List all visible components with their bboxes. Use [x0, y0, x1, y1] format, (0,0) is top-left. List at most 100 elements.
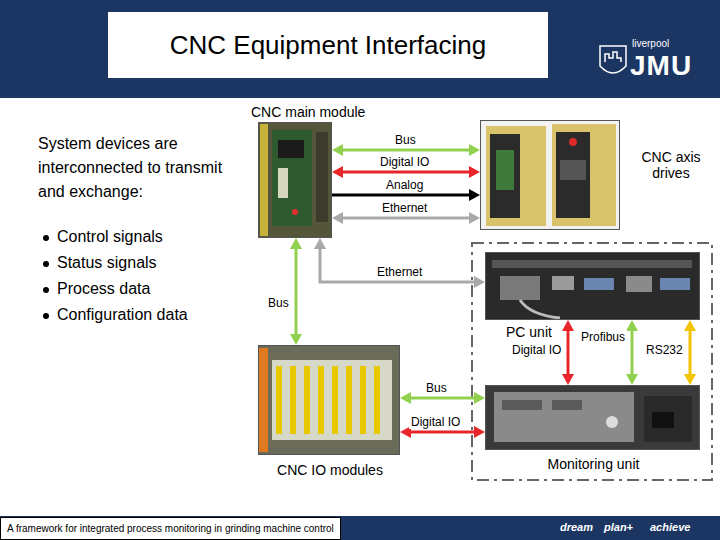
photo-part: [260, 124, 268, 236]
photo-part: [272, 360, 392, 440]
photo-ground: [258, 345, 400, 455]
arrow-head: [626, 320, 638, 331]
arrow-head: [474, 276, 485, 288]
photo-part: [276, 366, 282, 434]
photo-part: [278, 140, 304, 158]
photo-part: [374, 366, 380, 434]
signal-label: RS232: [644, 343, 685, 357]
bullet-text: Control signals: [57, 228, 163, 246]
signal-label: Bus: [266, 296, 291, 310]
intro-text: System devices are interconnected to tra…: [38, 132, 253, 204]
signal-connector: [684, 320, 696, 385]
signal-label: Digital IO: [378, 155, 431, 169]
arrow-head: [562, 320, 574, 331]
photo-part: [332, 366, 338, 434]
arrow-head: [332, 212, 343, 224]
signal-label: Bus: [393, 133, 418, 147]
signal-label: Bus: [424, 381, 449, 395]
photo-part: [292, 209, 298, 215]
bullet-text: Process data: [57, 280, 150, 298]
photo-part: [660, 278, 690, 290]
connector-line: [340, 217, 472, 220]
signal-label: Digital IO: [510, 343, 563, 357]
footer-logo-text: achieve: [650, 521, 690, 533]
crest-castle: [605, 52, 621, 62]
photo-ground: [258, 122, 332, 238]
signal-label: Profibus: [579, 330, 627, 344]
photo-cable: [520, 300, 560, 318]
signal-connector: [562, 320, 574, 385]
bullet-text: Configuration data: [57, 306, 188, 324]
crest-icon: [600, 46, 626, 73]
photo-part: [304, 366, 310, 434]
photo-part: [500, 276, 540, 300]
arrow-head: [562, 374, 574, 385]
photo-part: [278, 168, 288, 198]
photo-part: [502, 400, 542, 410]
photo-part: [360, 366, 366, 434]
connector-line: [295, 246, 298, 337]
photo-part: [556, 132, 590, 218]
photo-part: [652, 412, 674, 428]
connector-line: [340, 171, 472, 174]
arrow-head: [626, 374, 638, 385]
arrow-head: [314, 238, 326, 249]
crest-shield: [600, 46, 626, 73]
photo-cable: [258, 348, 268, 452]
signal-label: Digital IO: [409, 415, 462, 429]
signal-label: Analog: [384, 178, 425, 192]
photo-part: [584, 278, 614, 290]
arrow-head: [474, 426, 485, 438]
arrow-head: [469, 166, 480, 178]
caption-text: A framework for integrated process monit…: [7, 523, 334, 534]
signal-connector: [626, 320, 638, 385]
connector-line: [689, 328, 692, 377]
bullet-dot: [43, 235, 49, 241]
arrow-head: [290, 334, 302, 345]
photo-part: [272, 130, 312, 226]
main-module-photo: [258, 122, 332, 238]
arrow-head: [469, 144, 480, 156]
photo-part: [318, 366, 324, 434]
logo-text: liverpool: [632, 38, 669, 49]
connector-line: [631, 328, 634, 377]
photo-part: [496, 150, 514, 190]
arrow-head: [469, 212, 480, 224]
photo-part: [346, 366, 352, 434]
photo-ground: [480, 120, 620, 230]
footer-logo-text: dream: [560, 521, 593, 533]
equipment-box: CNC axis drives: [480, 120, 620, 230]
signal-connector: [290, 238, 302, 345]
equipment-label: PC unit: [506, 324, 552, 340]
signal-connector: [314, 238, 485, 288]
connector-line: [408, 431, 477, 434]
equipment-box: CNC IO modules: [258, 345, 400, 455]
arrow-head: [332, 166, 343, 178]
footer-logo-text: plan+: [604, 521, 633, 533]
footer-band: [0, 516, 720, 540]
connector-line: [320, 246, 477, 282]
photo-part: [316, 132, 328, 222]
photo-part: [276, 366, 380, 434]
photo-part: [552, 276, 574, 290]
photo-part: [644, 396, 692, 442]
arrow-head: [474, 392, 485, 404]
bullet-dots: [43, 235, 49, 319]
signal-label: Ethernet: [375, 265, 424, 279]
title-box: CNC Equipment Interfacing: [108, 12, 548, 78]
bullet-text: Status signals: [57, 254, 157, 272]
equipment-label: Monitoring unit: [486, 456, 701, 472]
photo-part: [552, 124, 616, 226]
slide-title: CNC Equipment Interfacing: [170, 30, 486, 61]
photo-part: [494, 392, 634, 442]
bullet-dot: [43, 287, 49, 293]
photo-part: [490, 134, 520, 218]
pc-unit-photo: [485, 252, 700, 320]
equipment-box: CNC main module: [258, 122, 332, 238]
monitoring-group-outline: [472, 243, 712, 480]
equipment-label: CNC main module: [251, 104, 365, 120]
photo-part: [606, 416, 618, 428]
photo-part: [552, 400, 582, 410]
connector-line: [567, 328, 570, 377]
